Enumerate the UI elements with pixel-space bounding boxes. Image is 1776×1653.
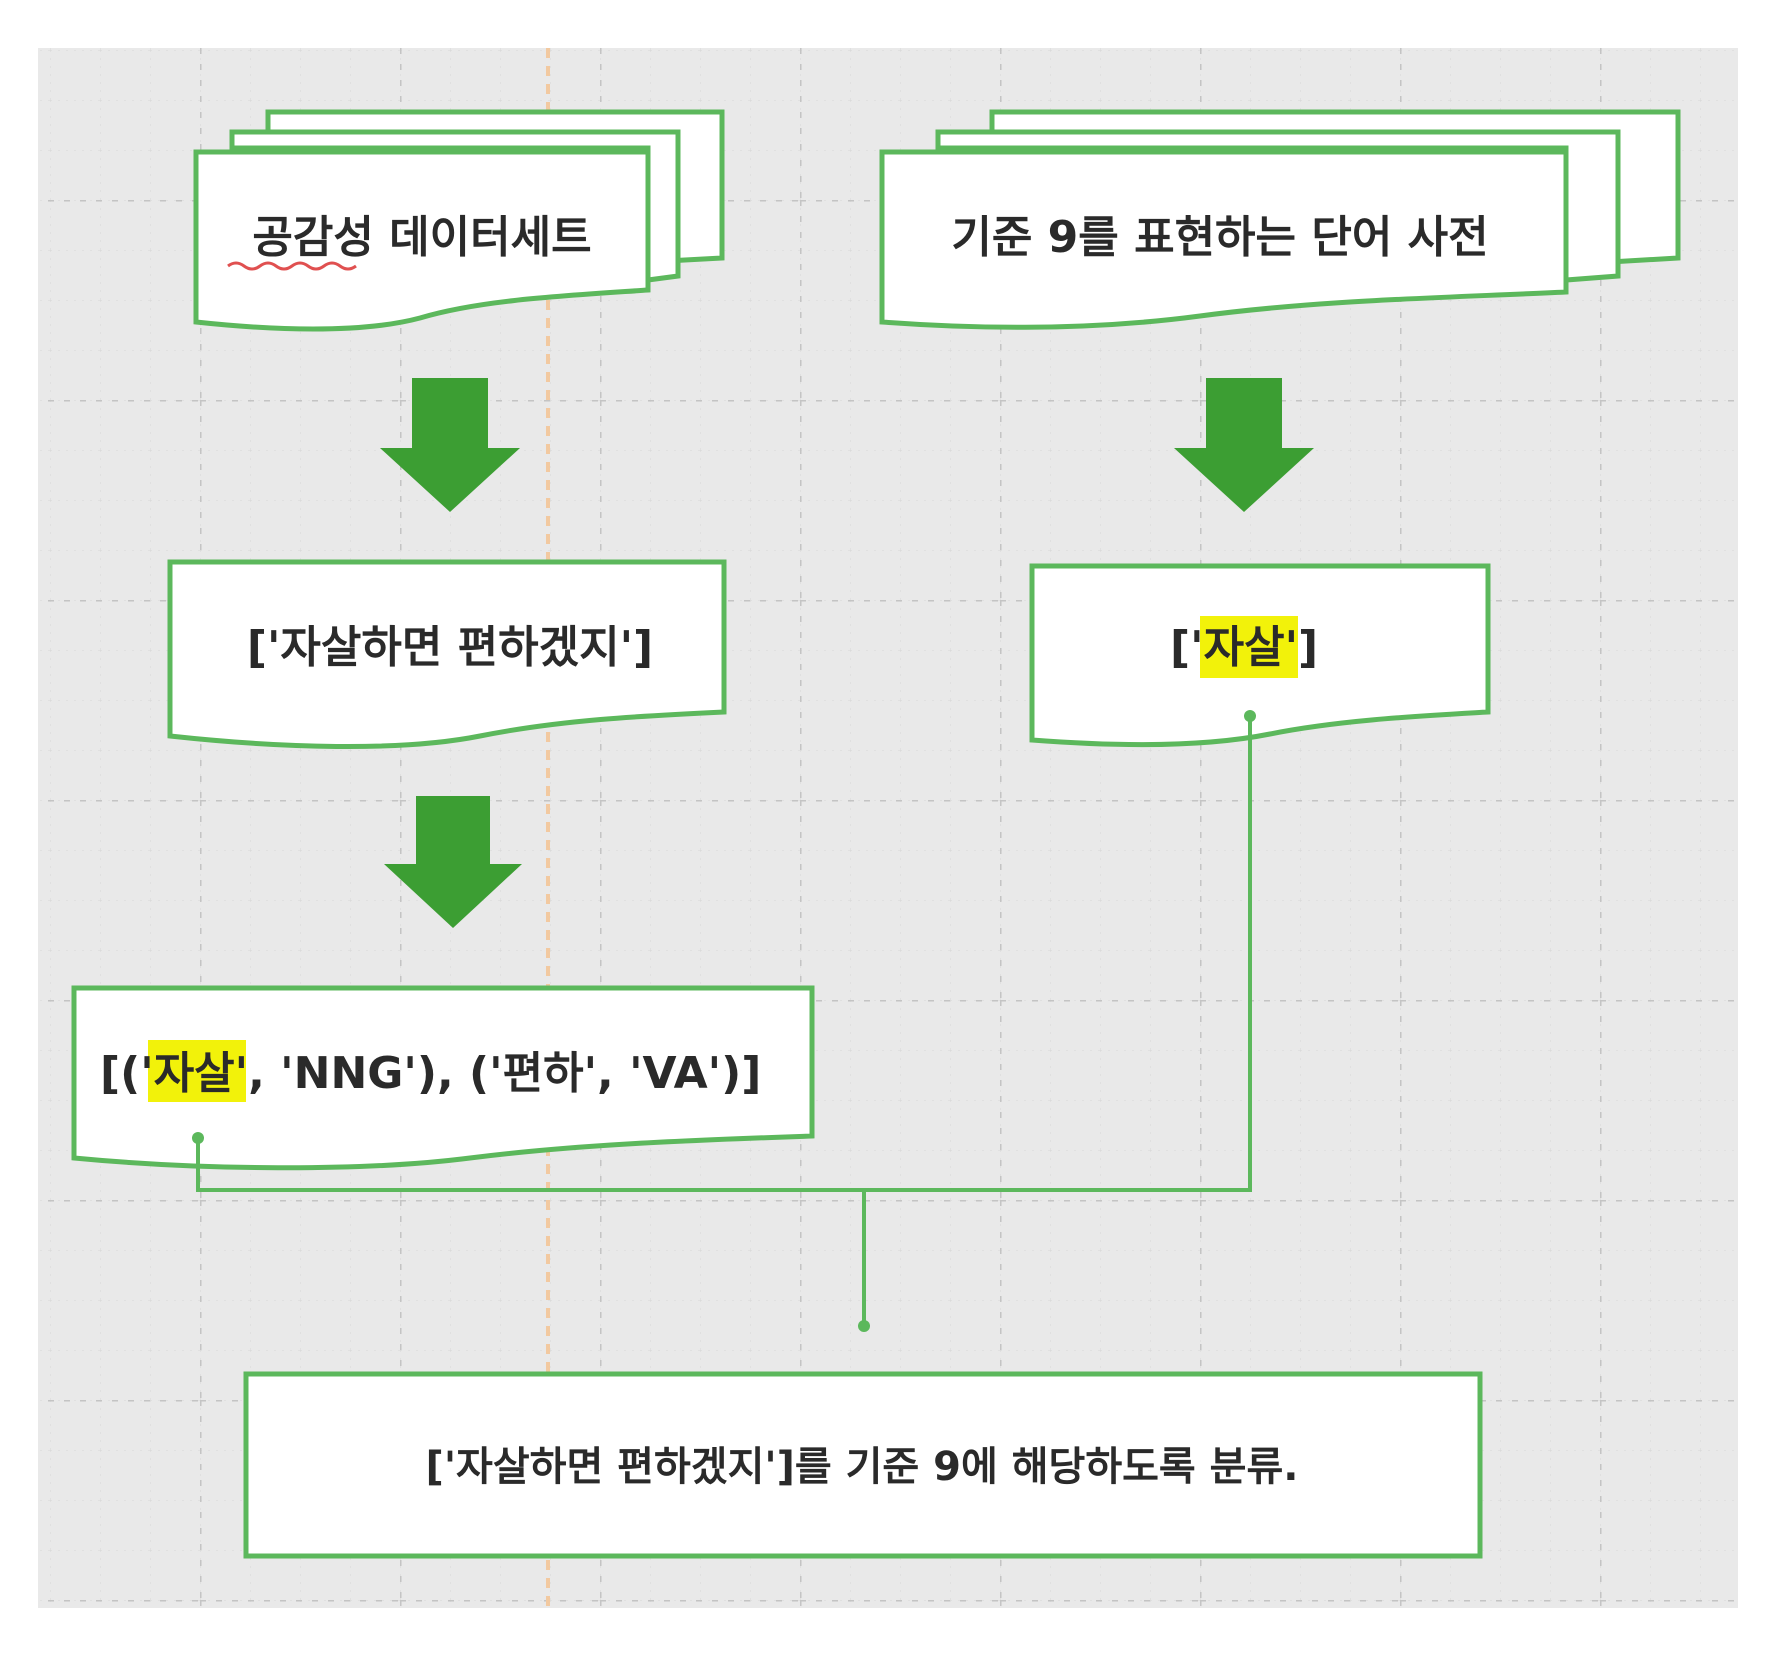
sentence-node: ['자살하면 편하겠지'] (167, 559, 727, 750)
result-box (243, 1371, 1483, 1559)
spellcheck-underline (227, 261, 357, 271)
dictionary-label: 기준 9를 표현하는 단어 사전 (951, 212, 1488, 263)
down-arrow-icon (380, 378, 520, 512)
dataset-node: 공감성 데이터세트 (193, 109, 725, 332)
result-node: ['자살하면 편하겠지']를 기준 9에 해당하도록 분류. (243, 1371, 1483, 1559)
result-connector-dot (858, 1320, 870, 1332)
dataset-label: 공감성 데이터세트 (252, 212, 591, 263)
dictionary-doc-front (879, 149, 1569, 330)
result-label: ['자살하면 편하겠지']를 기준 9에 해당하도록 분류. (426, 1444, 1299, 1490)
morphemes-highlight (148, 1040, 246, 1102)
keyword-node: ['자살'] (1029, 563, 1491, 748)
keyword-label: ['자살'] (1170, 622, 1318, 673)
connector-line (196, 716, 1252, 1192)
morphemes-node: [('자살', 'NNG'), ('편하', 'VA')] (71, 985, 815, 1171)
dictionary-node: 기준 9를 표현하는 단어 사전 (879, 109, 1681, 330)
sentence-label: ['자살하면 편하겠지'] (247, 622, 653, 673)
keyword-highlight (1200, 616, 1298, 678)
dataset-doc-front (193, 149, 651, 332)
down-arrow-icon (384, 796, 522, 928)
down-arrow-icon (1174, 378, 1314, 512)
morphemes-label: [('자살', 'NNG'), ('편하', 'VA')] (100, 1048, 761, 1099)
morphemes-doc (71, 985, 815, 1171)
sentence-doc (167, 559, 727, 750)
morphemes-highlight-text: 자살 (154, 1048, 235, 1099)
keyword-highlight-text: 자살 (1204, 622, 1285, 673)
